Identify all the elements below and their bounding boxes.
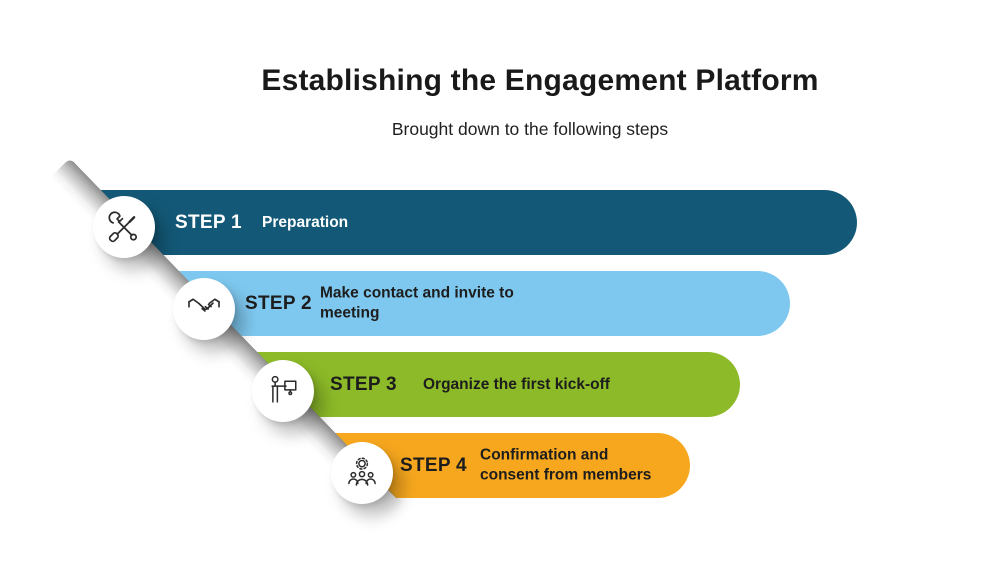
step-bar-1: STEP 1 Preparation: [88, 190, 857, 255]
step-4-icon-badge: [331, 442, 393, 504]
presenter-icon: [271, 375, 297, 403]
step-2-label: STEP 2: [245, 292, 312, 314]
tools-icon: [108, 211, 138, 243]
step-1-description: Preparation: [262, 213, 349, 231]
step-2-description: Make contact and invite to meeting: [320, 284, 514, 322]
page-subtitle: Brought down to the following steps: [391, 119, 669, 139]
step-2-icon-badge: [173, 278, 235, 340]
handshake-icon: [188, 298, 220, 312]
step-3-description: Organize the first kick-off: [423, 375, 610, 393]
page-title: Establishing the Engagement Platform: [261, 64, 819, 97]
step-4-description: Confirmation and consent from members: [480, 446, 652, 484]
step-bar-3: STEP 3 Organize the first kick-off: [250, 352, 740, 417]
step-1-label: STEP 1: [175, 211, 242, 233]
step-3-label: STEP 3: [330, 373, 397, 395]
step-4-label: STEP 4: [400, 454, 467, 476]
step-3-icon-badge: [252, 360, 314, 422]
step-1-icon-badge: [93, 196, 155, 258]
team-gear-icon: [348, 457, 376, 486]
step-bar-2: STEP 2 Make contact and invite to meetin…: [169, 271, 790, 336]
